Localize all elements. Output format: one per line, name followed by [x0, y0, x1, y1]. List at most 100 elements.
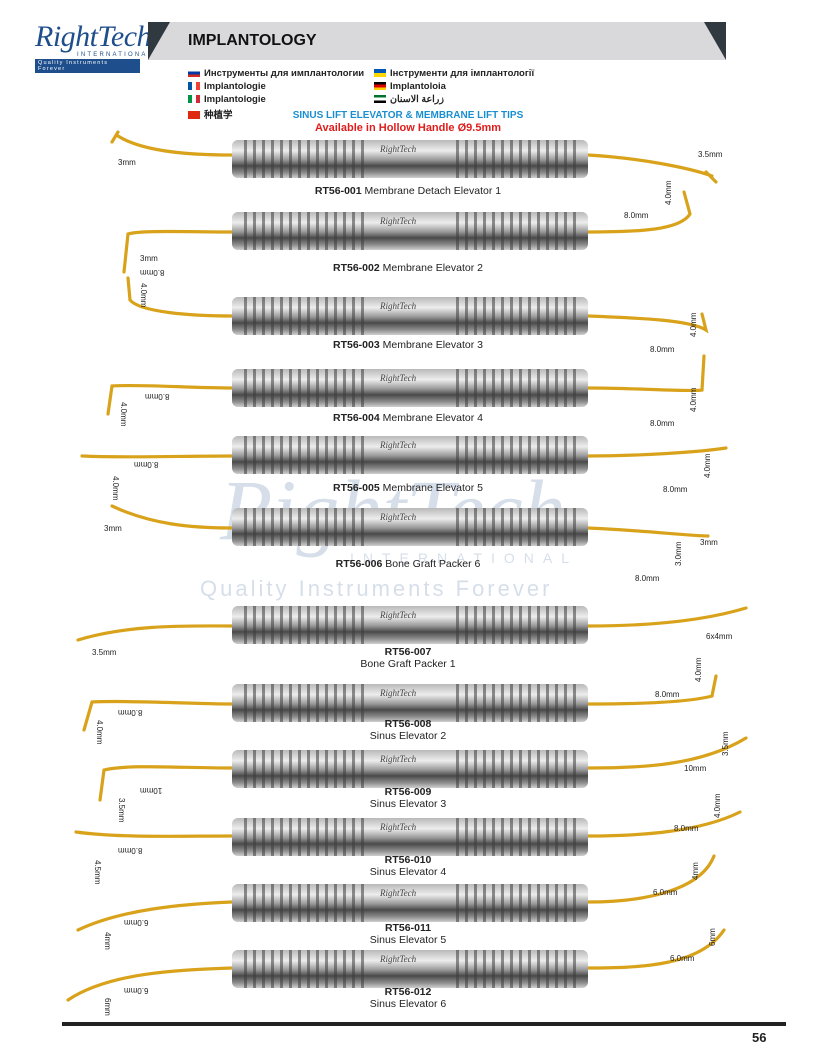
- instrument-name: Bone Graft Packer 1: [360, 658, 456, 670]
- instrument-code: RT56-005: [332, 482, 380, 494]
- instrument-code: RT56-012: [384, 986, 432, 998]
- handle-grip-left: [244, 606, 364, 644]
- footer-rule: [62, 1022, 786, 1026]
- handle-grip-left: [244, 436, 364, 474]
- instrument-handle: RightTech: [232, 950, 588, 988]
- instrument-caption: RT56-004 Membrane Elevator 4: [0, 412, 816, 424]
- instrument-name: Sinus Elevator 6: [369, 998, 447, 1010]
- instrument-code: RT56-007: [384, 646, 432, 658]
- dimension-label: 6mm: [708, 928, 717, 946]
- dimension-label: 10mm: [684, 764, 707, 773]
- subtitle: SINUS LIFT ELEVATOR & MEMBRANE LIFT TIPS: [292, 110, 524, 121]
- dimension-label: 4.0mm: [713, 793, 722, 818]
- instrument-name: Sinus Elevator 2: [369, 730, 447, 742]
- instrument-handle: RightTech: [232, 140, 588, 178]
- instrument-code: RT56-004: [332, 412, 380, 424]
- instrument-handle: RightTech: [232, 212, 588, 250]
- dimension-label: 4mm: [103, 932, 112, 950]
- handle-grip-right: [456, 436, 576, 474]
- dimension-label: 3.5mm: [721, 731, 730, 756]
- lang-ae-text: زراعة الاسنان: [390, 94, 444, 105]
- handle-grip-right: [456, 212, 576, 250]
- page-title: IMPLANTOLOGY: [188, 32, 317, 49]
- handle-grip-right: [456, 684, 576, 722]
- dimension-label: 6x4mm: [706, 632, 733, 641]
- banner-left-triangle: [148, 22, 170, 60]
- handle-brand: RightTech: [380, 822, 417, 832]
- handle-brand: RightTech: [380, 216, 417, 226]
- russia-flag-icon: [188, 69, 200, 78]
- handle-grip-left: [244, 140, 364, 178]
- instrument-handle: RightTech: [232, 369, 588, 407]
- lang-fr-text: Implantologie: [204, 81, 266, 92]
- lang-it-text: Implantologie: [204, 94, 266, 105]
- logo-text: RightTech: [35, 20, 152, 53]
- dimension-label: 8.0mm: [650, 419, 675, 428]
- china-flag-icon: [188, 111, 200, 120]
- banner-right-triangle: [704, 22, 726, 60]
- handle-grip-left: [244, 297, 364, 335]
- handle-grip-left: [244, 818, 364, 856]
- lang-ru: Инструменты для имплантологии: [188, 68, 364, 79]
- instrument-name: Membrane Elevator 5: [382, 482, 483, 494]
- instrument-name: Membrane Elevator 4: [382, 412, 483, 424]
- dimension-label: 4.0mm: [119, 402, 128, 427]
- handle-grip-left: [244, 369, 364, 407]
- right-working-tip: [586, 354, 706, 393]
- watermark-tagline: Quality Instruments Forever: [200, 576, 553, 601]
- handle-grip-left: [244, 508, 364, 546]
- dimension-label: 3.0mm: [674, 541, 683, 566]
- instrument-name: Sinus Elevator 4: [369, 866, 447, 878]
- lang-cn: 种植学: [188, 107, 233, 121]
- right-working-tip: [586, 153, 718, 184]
- instrument-handle: RightTech: [232, 818, 588, 856]
- dimension-label: 4.5mm: [93, 860, 102, 885]
- lang-ua: Інструменти для імплантології: [374, 68, 534, 79]
- instrument-caption: RT56-006 Bone Graft Packer 6: [0, 558, 816, 570]
- ukraine-flag-icon: [374, 69, 386, 78]
- lang-fr: Implantologie: [188, 81, 266, 92]
- dimension-label: 4.0mm: [694, 657, 703, 682]
- instrument-code: RT56-008: [384, 718, 432, 730]
- instrument-name: Membrane Elevator 3: [382, 339, 483, 351]
- instrument-handle: RightTech: [232, 508, 588, 546]
- italy-flag-icon: [188, 95, 200, 104]
- dimension-label: 8.0mm: [140, 268, 165, 277]
- logo-international: INTERNATIONAL: [77, 52, 154, 58]
- handle-grip-left: [244, 212, 364, 250]
- handle-grip-right: [456, 884, 576, 922]
- dimension-label: 3.5mm: [92, 648, 117, 657]
- dimension-label: 3mm: [118, 158, 136, 167]
- handle-brand: RightTech: [380, 888, 417, 898]
- handle-grip-left: [244, 750, 364, 788]
- dimension-label: 3mm: [104, 524, 122, 533]
- dimension-label: 8.0mm: [674, 824, 699, 833]
- handle-grip-left: [244, 950, 364, 988]
- dimension-label: 6.0mm: [124, 918, 149, 927]
- instrument-handle: RightTech: [232, 684, 588, 722]
- dimension-label: 8.0mm: [635, 574, 660, 583]
- lang-ru-text: Инструменты для имплантологии: [204, 68, 365, 79]
- handle-grip-left: [244, 884, 364, 922]
- handle-brand: RightTech: [380, 373, 417, 383]
- lang-it: Implantologie: [188, 94, 266, 105]
- handle-grip-right: [456, 750, 576, 788]
- dimension-label: 4.0mm: [689, 387, 698, 412]
- dimension-label: 6.0mm: [124, 986, 149, 995]
- handle-grip-right: [456, 950, 576, 988]
- dimension-label: 8.0mm: [134, 460, 159, 469]
- dimension-label: 4.0mm: [703, 453, 712, 478]
- handle-brand: RightTech: [380, 301, 417, 311]
- left-working-tip: [76, 624, 234, 642]
- page-number: 56: [752, 1030, 767, 1045]
- dimension-label: 3.5mm: [698, 150, 723, 159]
- handle-brand: RightTech: [380, 754, 417, 764]
- lang-de-text: Implantoloia: [390, 81, 446, 92]
- dimension-label: 6.0mm: [670, 954, 695, 963]
- instrument-caption: RT56-002 Membrane Elevator 2: [0, 262, 816, 274]
- dimension-label: 8.0mm: [663, 485, 688, 494]
- handle-grip-right: [456, 369, 576, 407]
